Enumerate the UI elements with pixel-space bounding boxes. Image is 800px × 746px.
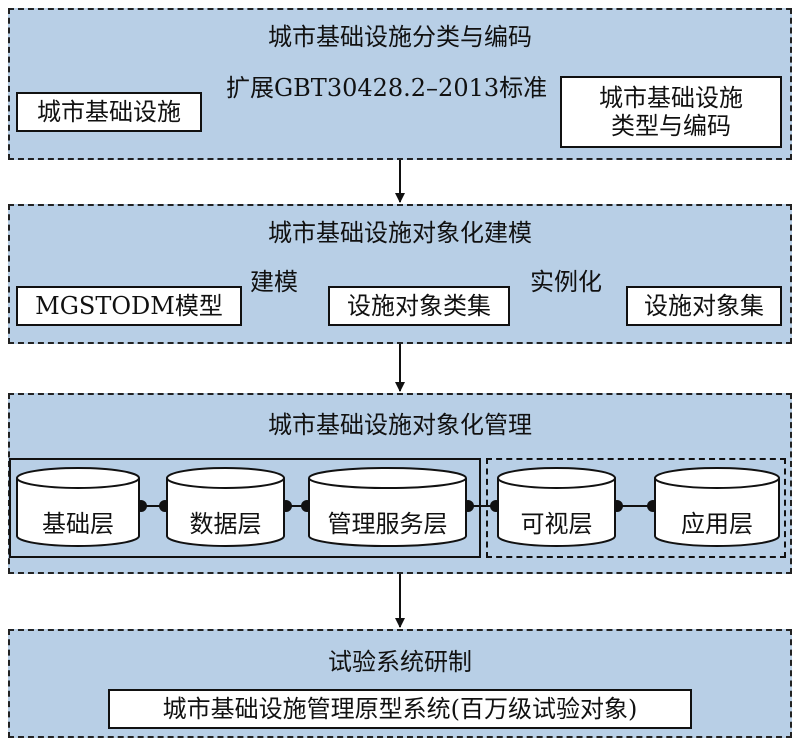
types-coding-line2: 类型与编码 — [611, 112, 731, 140]
panel4-title: 试验系统研制 — [328, 648, 472, 676]
prototype-system-box: 城市基础设施管理原型系统(百万级试验对象) — [108, 689, 692, 729]
layer-label-service: 管理服务层 — [327, 510, 448, 538]
instantiation-arrow-label: 实例化 — [530, 268, 602, 296]
layer-label-base: 基础层 — [42, 510, 114, 538]
cylinder-data-layer — [166, 467, 285, 547]
types-coding-line1: 城市基础设施 — [599, 84, 743, 112]
frontend-layers-group — [486, 458, 786, 558]
cylinder-app-layer — [654, 467, 780, 547]
panel1-title: 城市基础设施分类与编码 — [268, 23, 532, 51]
layer-label-visual: 可视层 — [520, 510, 593, 538]
infrastructure-box: 城市基础设施 — [16, 92, 202, 132]
modeling-arrow-label: 建模 — [250, 268, 298, 296]
class-set-box: 设施对象类集 — [328, 286, 510, 326]
object-set-box: 设施对象集 — [626, 286, 782, 326]
types-coding-box: 城市基础设施 类型与编码 — [560, 76, 782, 148]
mgstodm-model-box: MGSTODM模型 — [16, 286, 242, 326]
panel3-title: 城市基础设施对象化管理 — [268, 411, 532, 439]
layer-label-data: 数据层 — [189, 510, 262, 538]
panel2-title: 城市基础设施对象化建模 — [268, 219, 532, 247]
cylinder-base-layer — [16, 467, 140, 547]
layer-label-app: 应用层 — [681, 510, 753, 538]
cylinder-service-layer — [308, 467, 467, 547]
cylinder-visual-layer — [497, 467, 616, 547]
backend-layers-group — [9, 458, 481, 558]
standard-arrow-label: 扩展GBT30428.2–2013标准 — [226, 74, 548, 102]
